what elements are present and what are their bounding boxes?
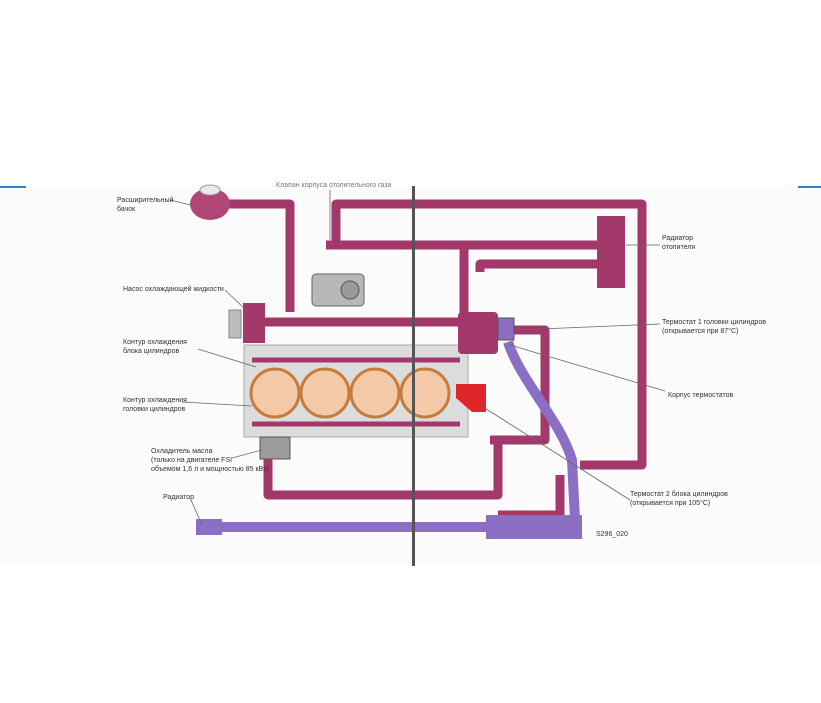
heater-valve-actuator xyxy=(340,280,360,300)
label-coolant-pump: Насос охлаждающей жидкости xyxy=(123,286,224,293)
cylinder-2 xyxy=(299,367,351,419)
pump-pulley xyxy=(228,309,242,339)
block-coolant-channels xyxy=(252,357,460,427)
cylinder-4 xyxy=(399,367,451,419)
thermostat-1 xyxy=(497,317,515,341)
label-thermostat-2: Термостат 2 блока цилиндров (открывается… xyxy=(630,491,728,507)
accent-dash-right xyxy=(798,186,821,188)
pipe-top-right xyxy=(331,199,647,470)
pipe-heater-feed xyxy=(475,259,612,272)
label-head-circuit: Контур охлаждения головки цилиндров xyxy=(123,397,187,413)
thermostat-2 xyxy=(456,384,486,412)
figure-code: S296_020 xyxy=(596,531,628,538)
accent-dash-left xyxy=(0,186,26,188)
label-heater-radiator: Радиатор отопителя xyxy=(662,235,696,251)
label-top-cutoff: Клапан корпуса отопительного газа xyxy=(276,182,392,189)
pipe-bottom-loop xyxy=(263,440,503,500)
heater-radiator-core xyxy=(597,216,625,288)
expansion-tank xyxy=(190,188,230,220)
label-block-circuit: Контур охлаждения блока цилиндров xyxy=(123,339,187,355)
pipe-radiator-return xyxy=(503,340,580,521)
label-thermostat-housing: Корпус термостатов xyxy=(668,392,734,399)
oil-cooler xyxy=(259,436,291,460)
cylinder-3 xyxy=(349,367,401,419)
label-thermostat-1: Термостат 1 головки цилиндров (открывает… xyxy=(662,319,766,335)
label-expansion-tank: Расширительный бачок xyxy=(117,197,174,213)
page-divider xyxy=(412,186,415,566)
radiator-core xyxy=(196,519,222,535)
coolant-pump xyxy=(243,303,265,343)
label-radiator: Радиатор xyxy=(163,494,194,501)
radiator-outlet xyxy=(486,515,582,539)
thermostat-housing xyxy=(458,312,498,354)
leader-lines xyxy=(169,190,666,526)
expansion-tank-cap xyxy=(199,184,221,196)
cylinder-1 xyxy=(249,367,301,419)
label-oil-cooler: Охладитель масла (только на двигателе FS… xyxy=(151,448,269,473)
pipe-top-loop xyxy=(228,199,295,312)
